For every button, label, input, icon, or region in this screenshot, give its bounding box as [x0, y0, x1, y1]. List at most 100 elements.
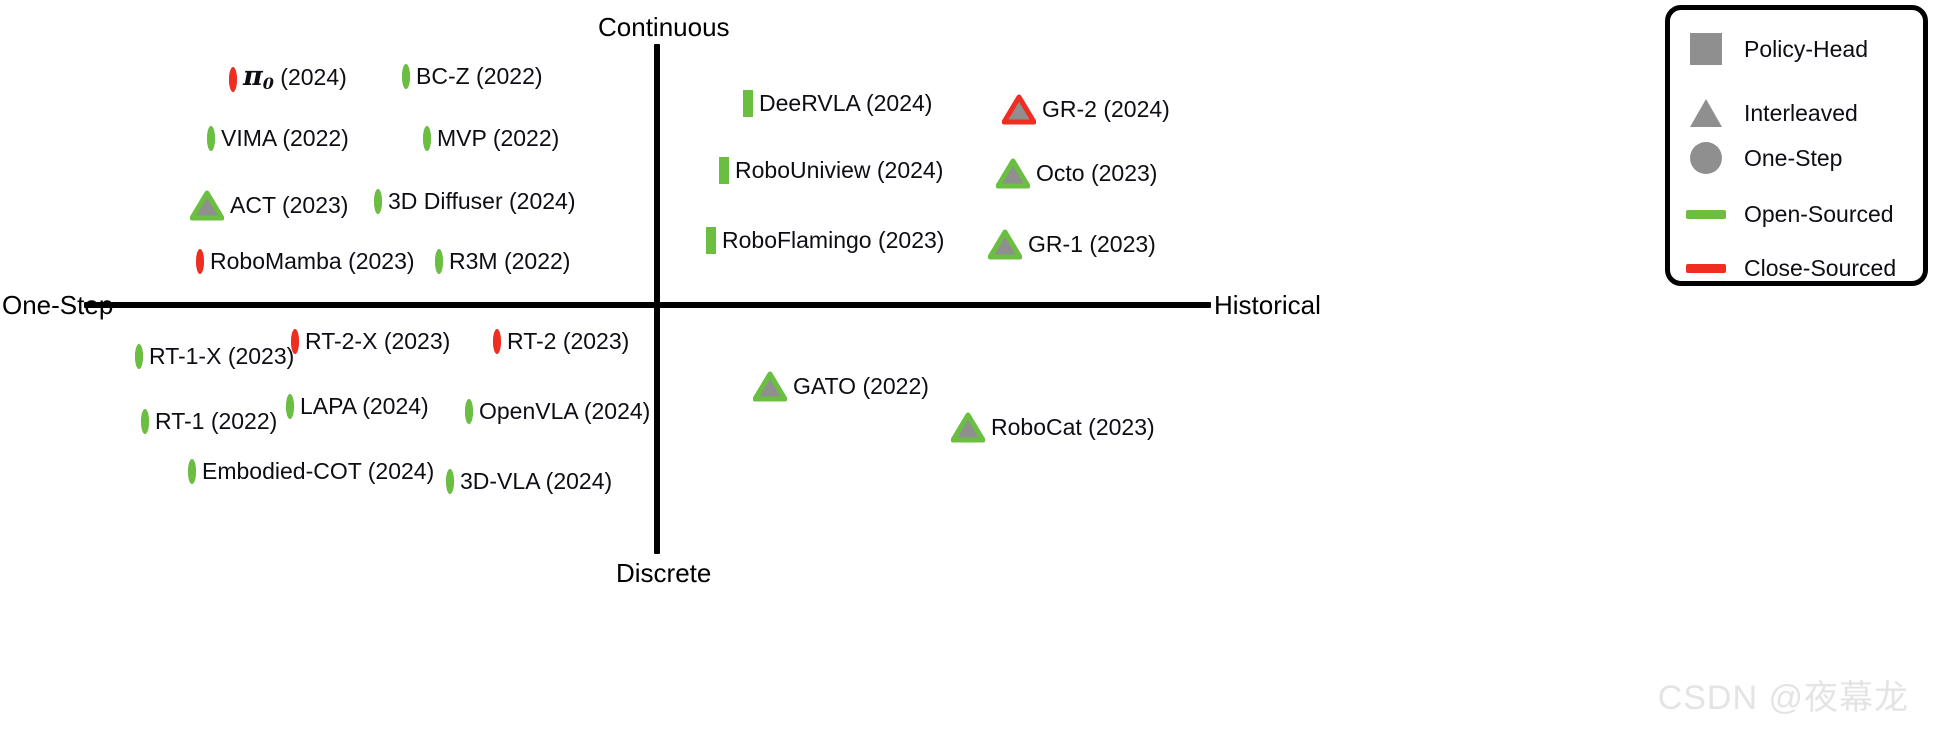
circle-marker-icon [402, 63, 410, 89]
circle-glyph [465, 398, 473, 424]
data-point-robocat: RoboCat (2023) [951, 412, 1155, 443]
data-point-label: RoboFlamingo (2023) [722, 227, 945, 253]
data-point-gr-2: GR-2 (2024) [1002, 94, 1170, 125]
data-point-gr-1: GR-1 (2023) [988, 229, 1156, 260]
legend-triangle-icon [1678, 98, 1734, 128]
data-point-label: RoboMamba (2023) [210, 248, 415, 274]
triangle-marker-icon [190, 190, 224, 221]
square-marker-icon [706, 226, 716, 254]
data-point-label: Octo (2023) [1036, 160, 1158, 186]
legend-item-policy-head: Policy-Head [1678, 32, 1868, 66]
data-point-0: π0 (2024) [229, 61, 347, 95]
y-axis-line [654, 44, 660, 554]
circle-marker-icon [493, 328, 501, 354]
data-point-label: GATO (2022) [793, 373, 929, 399]
data-point-mvp: MVP (2022) [423, 125, 560, 151]
circle-glyph [423, 125, 431, 151]
data-point-3d-vla: 3D-VLA (2024) [446, 468, 613, 494]
data-point-label: BC-Z (2022) [416, 63, 543, 89]
legend-line-icon [1678, 209, 1734, 219]
axis-label-historical: Historical [1214, 290, 1321, 320]
data-point-bc-z: BC-Z (2022) [402, 63, 543, 89]
data-point-embodied-cot: Embodied-COT (2024) [188, 458, 435, 484]
data-point-label: RT-1-X (2023) [149, 343, 295, 369]
data-point-label: 3D-VLA (2024) [460, 468, 613, 494]
circle-glyph [207, 125, 215, 151]
circle-glyph [135, 343, 143, 369]
legend-item-label: Policy-Head [1744, 35, 1868, 62]
circle-marker-icon [286, 393, 294, 419]
data-point-label: 3D Diffuser (2024) [388, 188, 576, 214]
data-point-vima: VIMA (2022) [207, 125, 349, 151]
legend-item-open-sourced: Open-Sourced [1678, 197, 1894, 231]
circle-marker-icon [207, 125, 215, 151]
circle-marker-icon [141, 408, 149, 434]
legend-item-label: One-Step [1744, 144, 1843, 171]
circle-marker-icon [435, 248, 443, 274]
data-point-label: Embodied-COT (2024) [202, 458, 435, 484]
data-point-openvla: OpenVLA (2024) [465, 398, 650, 424]
legend-item-label: Close-Sourced [1744, 254, 1897, 281]
triangle-marker-icon [988, 229, 1022, 260]
triangle-marker-icon [753, 371, 787, 402]
circle-marker-icon [196, 248, 204, 274]
circle-glyph [435, 248, 443, 274]
legend-item-interleaved: Interleaved [1678, 96, 1858, 130]
circle-glyph [493, 328, 501, 354]
data-point-label: MVP (2022) [437, 125, 560, 151]
data-point-label: RT-2 (2023) [507, 328, 630, 354]
circle-marker-icon [291, 328, 299, 354]
data-point-rt-1-x: RT-1-X (2023) [135, 343, 295, 369]
data-point-robouniview: RoboUniview (2024) [719, 156, 944, 184]
circle-marker-icon [423, 125, 431, 151]
data-point-label: VIMA (2022) [221, 125, 349, 151]
square-marker-icon [719, 156, 729, 184]
triangle-glyph [951, 412, 985, 443]
triangle-marker-icon [951, 412, 985, 443]
legend-item-label: Open-Sourced [1744, 200, 1894, 227]
square-glyph [719, 156, 729, 184]
square-glyph [743, 89, 753, 117]
data-point-rt-2-x: RT-2-X (2023) [291, 328, 451, 354]
data-point-3d-diffuser: 3D Diffuser (2024) [374, 188, 576, 214]
axis-label-one-step: One-Step [2, 290, 114, 320]
data-point-label: RoboCat (2023) [991, 414, 1155, 440]
legend-item-label: Interleaved [1744, 99, 1858, 126]
triangle-glyph [190, 190, 224, 221]
data-point-lapa: LAPA (2024) [286, 393, 429, 419]
triangle-glyph [988, 229, 1022, 260]
circle-glyph [229, 67, 237, 92]
circle-marker-icon [135, 343, 143, 369]
data-point-label: RT-2-X (2023) [305, 328, 451, 354]
data-point-label: LAPA (2024) [300, 393, 429, 419]
legend-item-one-step: One-Step [1678, 141, 1842, 175]
data-point-label: R3M (2022) [449, 248, 571, 274]
triangle-glyph [1002, 94, 1036, 125]
data-point-label: RoboUniview (2024) [735, 157, 944, 183]
data-point-label: π0 (2024) [243, 61, 347, 93]
circle-glyph [188, 458, 196, 484]
x-axis-line [84, 302, 1211, 308]
data-point-rt-1: RT-1 (2022) [141, 408, 278, 434]
circle-marker-icon [446, 468, 454, 494]
circle-glyph [286, 393, 294, 419]
data-point-deervla: DeeRVLA (2024) [743, 89, 932, 117]
circle-marker-icon [188, 458, 196, 484]
data-point-act: ACT (2023) [190, 190, 348, 221]
data-point-label: RT-1 (2022) [155, 408, 278, 434]
data-point-label: ACT (2023) [230, 192, 349, 218]
data-point-roboflamingo: RoboFlamingo (2023) [706, 226, 945, 254]
triangle-marker-icon [1002, 94, 1036, 125]
data-point-r3m: R3M (2022) [435, 248, 571, 274]
circle-glyph [374, 188, 382, 214]
triangle-marker-icon [996, 158, 1030, 189]
circle-marker-icon [229, 67, 237, 92]
axis-label-discrete: Discrete [616, 558, 712, 588]
data-point-label: GR-2 (2024) [1042, 96, 1170, 122]
axis-label-continuous: Continuous [598, 12, 730, 42]
data-point-octo: Octo (2023) [996, 158, 1157, 189]
legend-square-icon [1678, 33, 1734, 65]
data-point-label: GR-1 (2023) [1028, 231, 1156, 257]
circle-marker-icon [374, 188, 382, 214]
circle-glyph [291, 328, 299, 354]
